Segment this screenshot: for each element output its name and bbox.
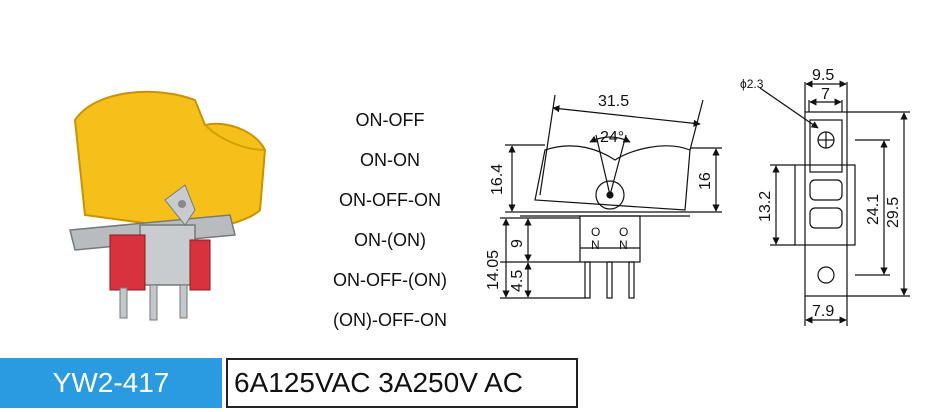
front-view <box>759 80 910 326</box>
side-view <box>500 94 722 299</box>
mode-item: (ON)-OFF-ON <box>333 310 447 330</box>
mode-item: ON-ON <box>360 150 420 170</box>
dim-bottom-total-label: 14.05 <box>485 250 502 290</box>
model-banner: YW2-417 <box>0 358 222 408</box>
dim-height-right-label: 16 <box>697 172 714 190</box>
dim-height-left-label: 16.4 <box>489 164 506 195</box>
dim-height-total-label: 29.5 <box>885 197 902 228</box>
pin-label-n: N <box>591 238 600 252</box>
mode-item: ON-(ON) <box>354 230 426 250</box>
pin <box>179 284 188 319</box>
pin-label-o: O <box>591 225 600 239</box>
pin <box>149 284 158 321</box>
dim-angle-label: 24° <box>600 129 624 146</box>
dim-width-inner-label: 7 <box>821 86 830 103</box>
product-photo <box>69 90 267 321</box>
pin-label-n: N <box>619 238 628 252</box>
dim-height-inner-label: 13.2 <box>757 191 774 222</box>
dim-bottom-upper-label: 9 <box>509 239 526 248</box>
mode-list: ON-OFF ON-ON ON-OFF-ON ON-(ON) ON-OFF-(O… <box>300 100 480 340</box>
footer: YW2-417 6A125VAC 3A250V AC <box>0 356 930 412</box>
dim-width-bottom-label: 7.9 <box>812 303 834 320</box>
technical-drawing: 31.5 24° 16.4 16 14.05 9 4.5 O N O N <box>485 67 910 326</box>
mode-item: ON-OFF <box>355 110 425 130</box>
mode-item: ON-OFF-(ON) <box>333 270 447 290</box>
dim-height-mid-label: 24.1 <box>865 194 882 225</box>
dim-bottom-lower-label: 4.5 <box>509 270 526 292</box>
mode-item: ON-OFF-ON <box>339 190 441 210</box>
dim-width-outer-label: 9.5 <box>812 67 834 84</box>
dim-hole-label: ϕ2.3 <box>740 77 764 91</box>
dim-width-label: 31.5 <box>598 93 629 110</box>
rating-box: 6A125VAC 3A250V AC <box>226 358 578 408</box>
pin-label-o: O <box>619 225 628 239</box>
pin <box>119 287 128 319</box>
